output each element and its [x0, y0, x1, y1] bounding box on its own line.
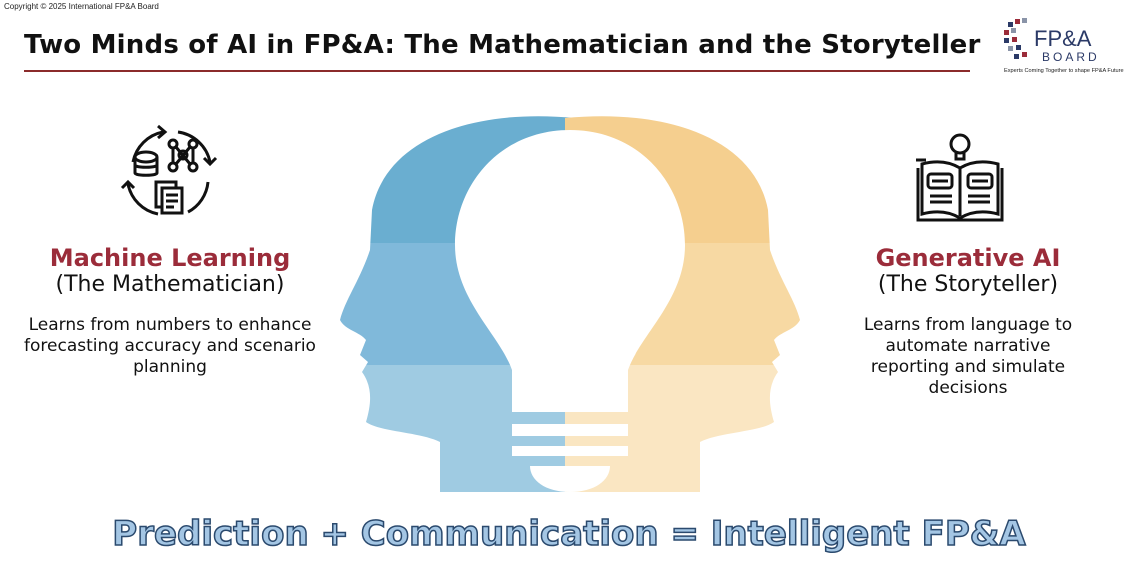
fpa-board-logo: FP&A BOARD Experts Coming Together to sh…	[1000, 14, 1132, 76]
generative-ai-section: Generative AI (The Storyteller) Learns f…	[798, 244, 1138, 399]
logo-subtext: BOARD	[1042, 50, 1100, 64]
ml-heading: Machine Learning	[49, 244, 291, 272]
two-heads-lightbulb-illustration	[330, 110, 810, 504]
copyright-text: Copyright © 2025 International FP&A Boar…	[4, 2, 159, 11]
genai-heading: Generative AI	[875, 244, 1061, 272]
machine-learning-section: Machine Learning (The Mathematician) Lea…	[0, 244, 340, 378]
logo-text: FP&A	[1034, 26, 1092, 51]
lightbulb-shape	[455, 130, 685, 412]
page-title: Two Minds of AI in FP&A: The Mathematici…	[24, 30, 981, 60]
logo-mark-icon	[1004, 18, 1027, 59]
ml-description: Learns from numbers to enhance forecasti…	[24, 315, 316, 377]
genai-description: Learns from language to automate narrati…	[863, 315, 1073, 398]
ml-subtitle: (The Mathematician)	[55, 272, 285, 297]
book-lightbulb-icon	[910, 130, 1010, 229]
logo-tagline: Experts Coming Together to shape FP&A Fu…	[1004, 68, 1124, 74]
genai-subtitle: (The Storyteller)	[877, 272, 1059, 297]
machine-learning-icon	[118, 122, 218, 226]
title-divider	[24, 70, 970, 72]
summary-tagline: Prediction + Communication = Intelligent…	[112, 513, 1027, 555]
